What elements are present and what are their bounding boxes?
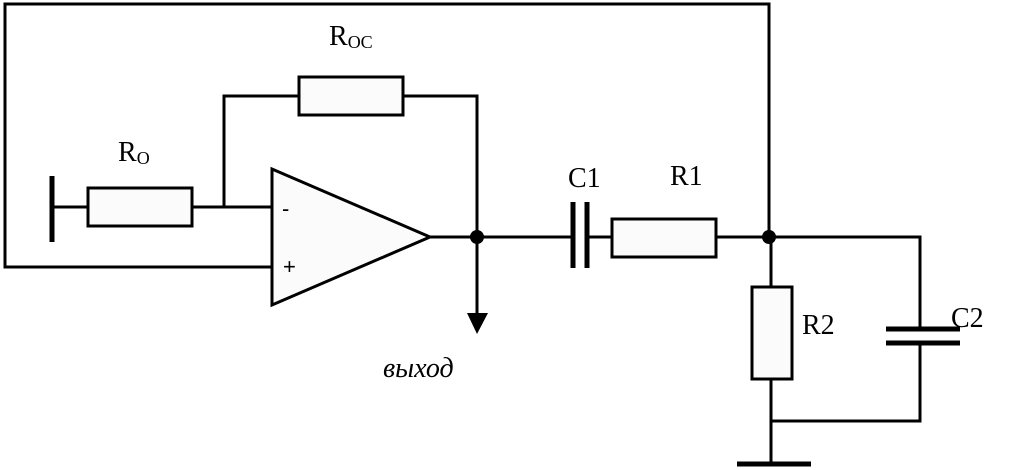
r1-label: R1 (670, 161, 703, 192)
opamp-plus-label: + (283, 254, 296, 279)
node-junction-dot (762, 230, 776, 244)
c2-label: C2 (951, 303, 984, 334)
positive-feedback-wire (3, 2, 771, 269)
output-label: выход (383, 353, 454, 384)
resistor-ro (86, 186, 194, 228)
opamp-minus-label: - (282, 196, 289, 221)
roc-right-wire (401, 94, 479, 239)
c2-bottom-wire (769, 341, 922, 423)
c2-top-wire (823, 235, 922, 331)
ro-label: RO (118, 137, 150, 168)
opamp-triangle (270, 166, 434, 308)
resistor-r2 (750, 285, 794, 381)
roc-left-wire (222, 94, 301, 209)
c1-label: C1 (568, 163, 601, 194)
output-arrow-icon (467, 313, 488, 334)
resistor-roc (297, 75, 405, 117)
resistor-r1 (610, 217, 718, 259)
roc-label: ROC (329, 21, 373, 52)
r2-label: R2 (802, 310, 835, 341)
